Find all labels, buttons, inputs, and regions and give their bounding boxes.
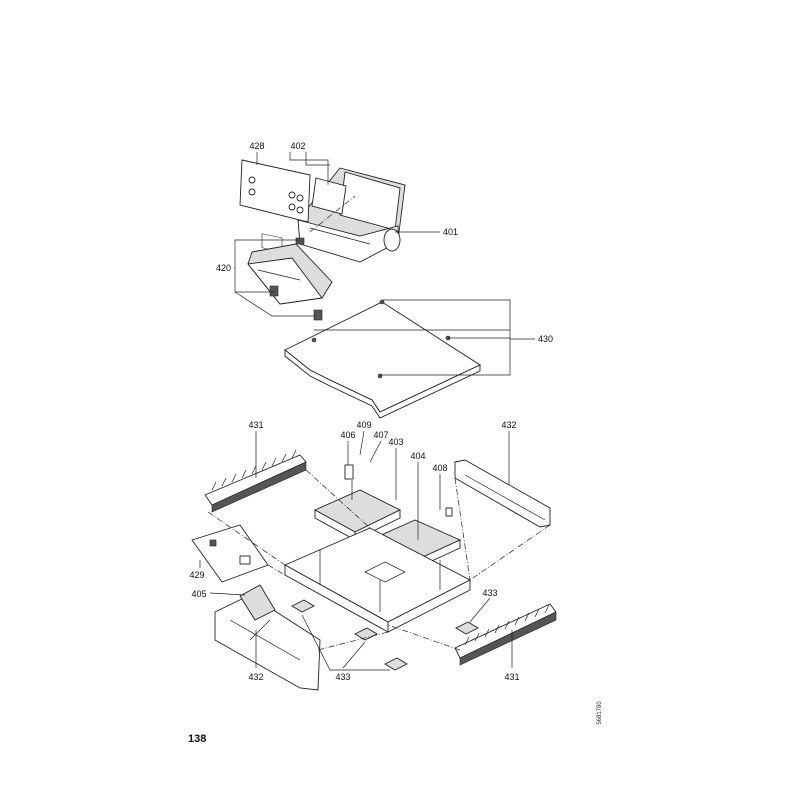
base-tray xyxy=(283,527,471,633)
cover-plate-430 xyxy=(284,299,481,419)
leader-lines xyxy=(199,152,535,671)
label-433-right: 433 xyxy=(482,588,497,598)
label-420: 420 xyxy=(216,263,231,273)
cable-strip-431-left xyxy=(204,449,307,513)
housing-401 xyxy=(297,167,406,263)
document-code: 5681780 xyxy=(597,701,603,725)
module-420 xyxy=(247,237,333,321)
label-409: 409 xyxy=(356,420,371,430)
front-panel-428 xyxy=(239,159,311,253)
label-431-bottom: 431 xyxy=(504,672,519,682)
label-405: 405 xyxy=(191,589,206,599)
cable-strip-431-right xyxy=(454,603,557,666)
label-402: 402 xyxy=(290,141,305,151)
label-429: 429 xyxy=(189,570,204,580)
label-403: 403 xyxy=(388,437,403,447)
label-431-top: 431 xyxy=(248,420,263,430)
label-406: 406 xyxy=(340,430,355,440)
label-408: 408 xyxy=(432,463,447,473)
label-432-top: 432 xyxy=(501,420,516,430)
label-433-bottom: 433 xyxy=(335,672,350,682)
assembly-lines xyxy=(207,195,551,651)
label-404: 404 xyxy=(410,451,425,461)
display-card-402 xyxy=(311,177,347,215)
feet-433 xyxy=(291,599,479,671)
label-407: 407 xyxy=(373,430,388,440)
bracket-432-left xyxy=(214,584,321,691)
label-430: 430 xyxy=(538,334,553,344)
end-strip-432-right xyxy=(454,459,551,528)
page-number: 138 xyxy=(188,733,206,745)
label-401: 401 xyxy=(443,227,458,237)
label-428: 428 xyxy=(249,141,264,151)
circuit-board-403 xyxy=(313,464,402,541)
label-432-bottom: 432 xyxy=(248,672,263,682)
